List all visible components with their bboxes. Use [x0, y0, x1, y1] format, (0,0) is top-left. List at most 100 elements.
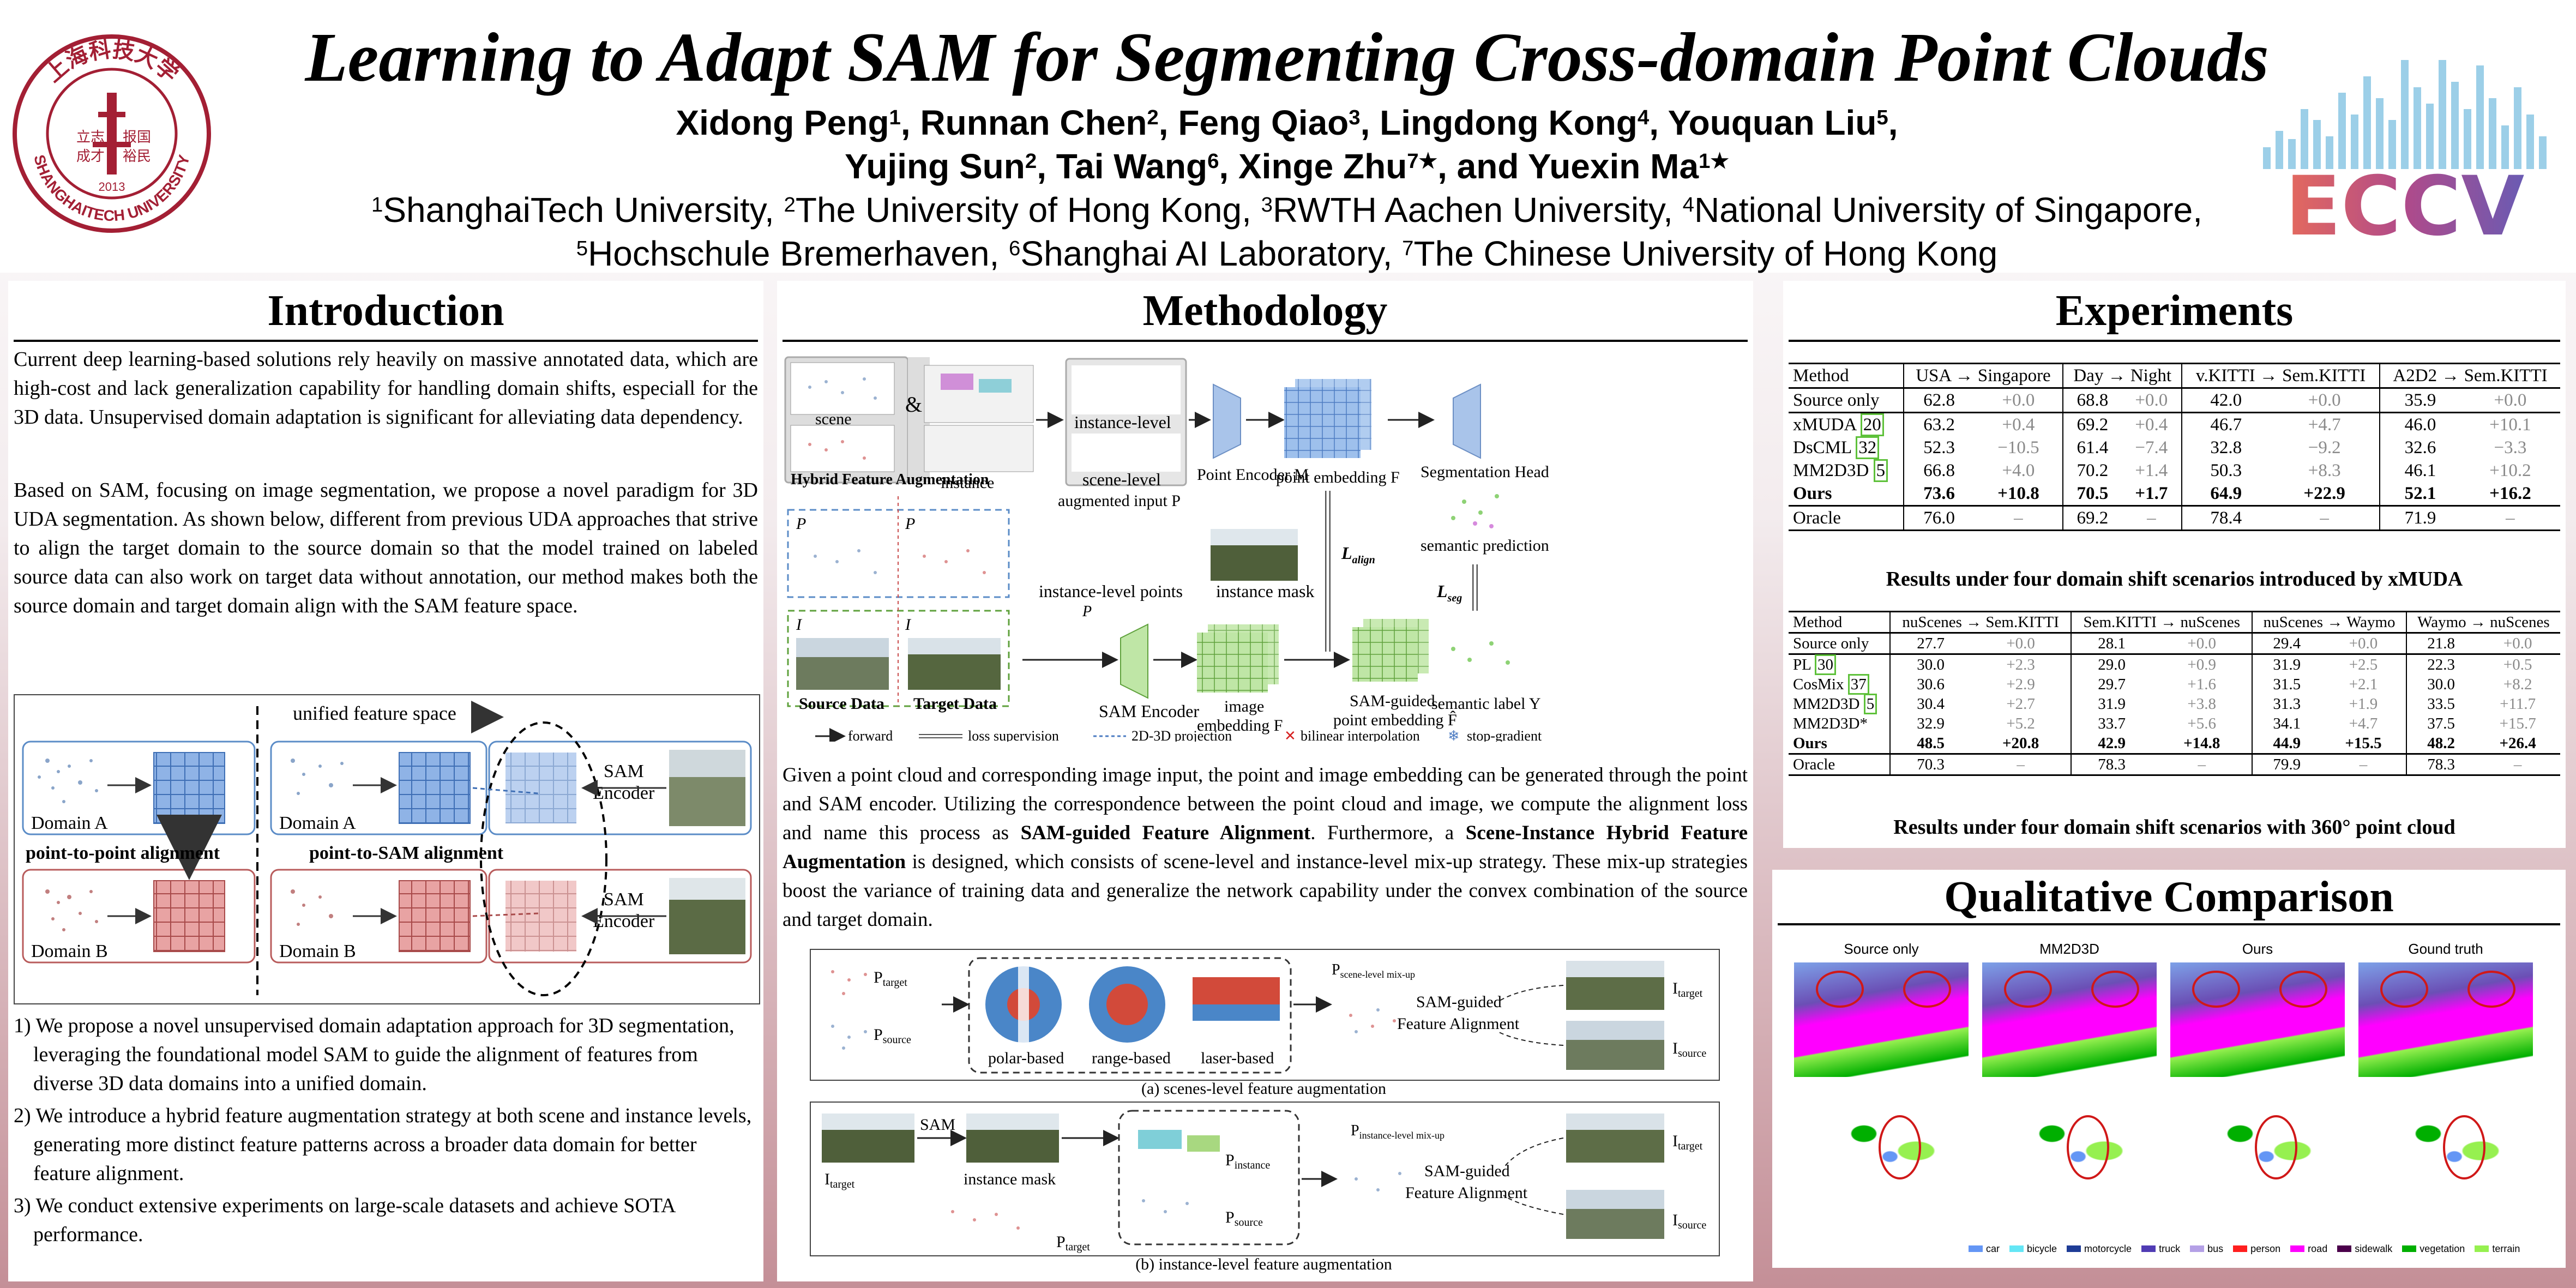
svg-text:SAM: SAM — [604, 889, 644, 910]
citation-box: 32 — [1856, 436, 1880, 459]
svg-text:成才: 成才 — [76, 148, 105, 165]
skyline-bar — [2288, 139, 2296, 169]
svg-text:Psource: Psource — [1225, 1208, 1263, 1229]
svg-text:Pinstance-level mix-up: Pinstance-level mix-up — [1351, 1122, 1445, 1141]
legend-swatch — [2290, 1245, 2305, 1252]
experiments-title: Experiments — [2055, 287, 2294, 335]
legend-item: terrain — [2475, 1243, 2520, 1255]
svg-text:I: I — [796, 616, 803, 634]
skyline-bar — [2539, 136, 2547, 169]
scene-level-figure: Ptarget Psource polar-based range-based … — [810, 949, 1720, 1081]
intro-paragraph-1: Current deep learning-based solutions re… — [14, 348, 758, 429]
svg-text:augmented input P: augmented input P — [1058, 492, 1181, 510]
legend-item: person — [2233, 1243, 2280, 1255]
unified-feature-space-label: unified feature space — [293, 702, 456, 724]
domain-b-label: Domain B — [31, 941, 108, 961]
legend-swatch — [2009, 1245, 2024, 1252]
svg-text:scene-level: scene-level — [1082, 470, 1161, 489]
instance-level-caption: (b) instance-level feature augmentation — [1135, 1255, 1392, 1273]
svg-text:Psource: Psource — [874, 1026, 911, 1046]
legend-swatch — [2141, 1245, 2156, 1252]
citation-box: 5 — [1863, 694, 1877, 714]
svg-text:semantic label Y: semantic label Y — [1431, 695, 1540, 713]
highlight-ellipse-icon — [2255, 1115, 2297, 1179]
svg-text:instance mask: instance mask — [1216, 581, 1314, 601]
svg-text:bilinear interpolation: bilinear interpolation — [1301, 728, 1420, 742]
citation-box: 5 — [1873, 459, 1888, 482]
svg-text:立志: 立志 — [76, 129, 105, 146]
svg-text:I: I — [905, 616, 912, 634]
svg-text:SAM: SAM — [920, 1116, 955, 1134]
skyline-bar — [2338, 93, 2346, 169]
contribution-1: 1) We propose a novel unsupervised domai… — [14, 1014, 735, 1095]
intro-rule — [14, 340, 758, 342]
skyline-bar — [2363, 76, 2371, 169]
qualitative-column-label: Source only — [1844, 941, 1919, 957]
svg-text:Source Data: Source Data — [799, 695, 884, 713]
legend-item: bicycle — [2009, 1243, 2057, 1255]
legend-swatch — [2067, 1245, 2081, 1252]
svg-text:Ptarget: Ptarget — [1056, 1233, 1090, 1253]
svg-text:SAM: SAM — [604, 761, 644, 781]
highlight-ellipse-icon — [1879, 1115, 1921, 1179]
svg-text:Domain B: Domain B — [279, 941, 356, 961]
svg-text:2D-3D projection: 2D-3D projection — [1131, 728, 1232, 742]
highlight-ellipse-icon — [2467, 971, 2515, 1008]
svg-text:Segmentation Head: Segmentation Head — [1421, 463, 1549, 481]
scene-level-caption: (a) scenes-level feature augmentation — [1141, 1080, 1386, 1098]
intro-paragraph-2: Based on SAM, focusing on image segmenta… — [14, 479, 758, 617]
qualitative-rule — [1778, 923, 2560, 925]
svg-text:polar-based: polar-based — [988, 1049, 1064, 1067]
svg-text:Encoder: Encoder — [593, 783, 655, 803]
method-paragraph: Given a point cloud and corresponding im… — [783, 764, 1748, 931]
skyline-bar — [2476, 65, 2484, 169]
contribution-3: 3) We conduct extensive experiments on l… — [14, 1194, 675, 1246]
svg-text:报国: 报国 — [123, 129, 151, 146]
legend-item: vegetation — [2402, 1243, 2465, 1255]
skyline-bar — [2526, 115, 2534, 169]
skyline-bar — [2489, 98, 2496, 169]
svg-text:point embedding F: point embedding F — [1276, 468, 1400, 486]
legend-item: truck — [2141, 1243, 2180, 1255]
point-to-SAM-label: point-to-SAM alignment — [309, 843, 504, 863]
method-title: Methodology — [1142, 287, 1388, 335]
legend-swatch — [2475, 1245, 2489, 1252]
authors-line-2: Yujing Sun2, Tai Wang6, Xinge Zhu7★, and… — [845, 147, 1729, 186]
authors-line-1: Xidong Peng1, Runnan Chen2, Feng Qiao3, … — [676, 103, 1898, 142]
introduction-panel: Introduction Current deep learning-based… — [8, 281, 763, 1281]
svg-text:Target Data: Target Data — [913, 695, 997, 713]
skyline-bar — [2401, 60, 2409, 169]
svg-text:loss supervision: loss supervision — [968, 728, 1059, 742]
skyline-bar — [2301, 109, 2308, 169]
skyline-bar — [2414, 87, 2421, 169]
svg-text:embedding F: embedding F — [1197, 717, 1283, 735]
qualitative-column-label: Ours — [2242, 941, 2273, 957]
highlight-ellipse-icon — [2279, 971, 2327, 1008]
affiliations-line-2: 5Hochschule Bremerhaven, 6Shanghai AI La… — [576, 234, 1998, 273]
highlight-ellipse-icon — [1903, 971, 1951, 1008]
highlight-ellipse-icon — [2192, 971, 2240, 1008]
svg-text:SAM-guided: SAM-guided — [1350, 692, 1435, 710]
qualitative-column-label: MM2D3D — [2039, 941, 2099, 957]
svg-text:SAM-guided: SAM-guided — [1424, 1162, 1510, 1180]
shanghaitech-logo: 上海科技大学 SHANGHAITECH UNIVERSITY 立志 报国 成才 … — [13, 34, 211, 233]
legend-swatch — [2337, 1245, 2352, 1252]
svg-text:laser-based: laser-based — [1201, 1049, 1274, 1067]
svg-text:Hybrid Feature Augmentation: Hybrid Feature Augmentation — [791, 471, 989, 488]
skyline-bar — [2514, 87, 2521, 169]
svg-text:2013: 2013 — [99, 180, 125, 194]
svg-text:&: & — [905, 392, 922, 417]
legend-item: motorcycle — [2067, 1243, 2132, 1255]
svg-text:instance mask: instance mask — [964, 1170, 1056, 1188]
svg-text:instance-level: instance-level — [1074, 412, 1171, 432]
svg-text:Pscene-level mix-up: Pscene-level mix-up — [1332, 961, 1415, 980]
svg-text:P: P — [796, 515, 806, 533]
